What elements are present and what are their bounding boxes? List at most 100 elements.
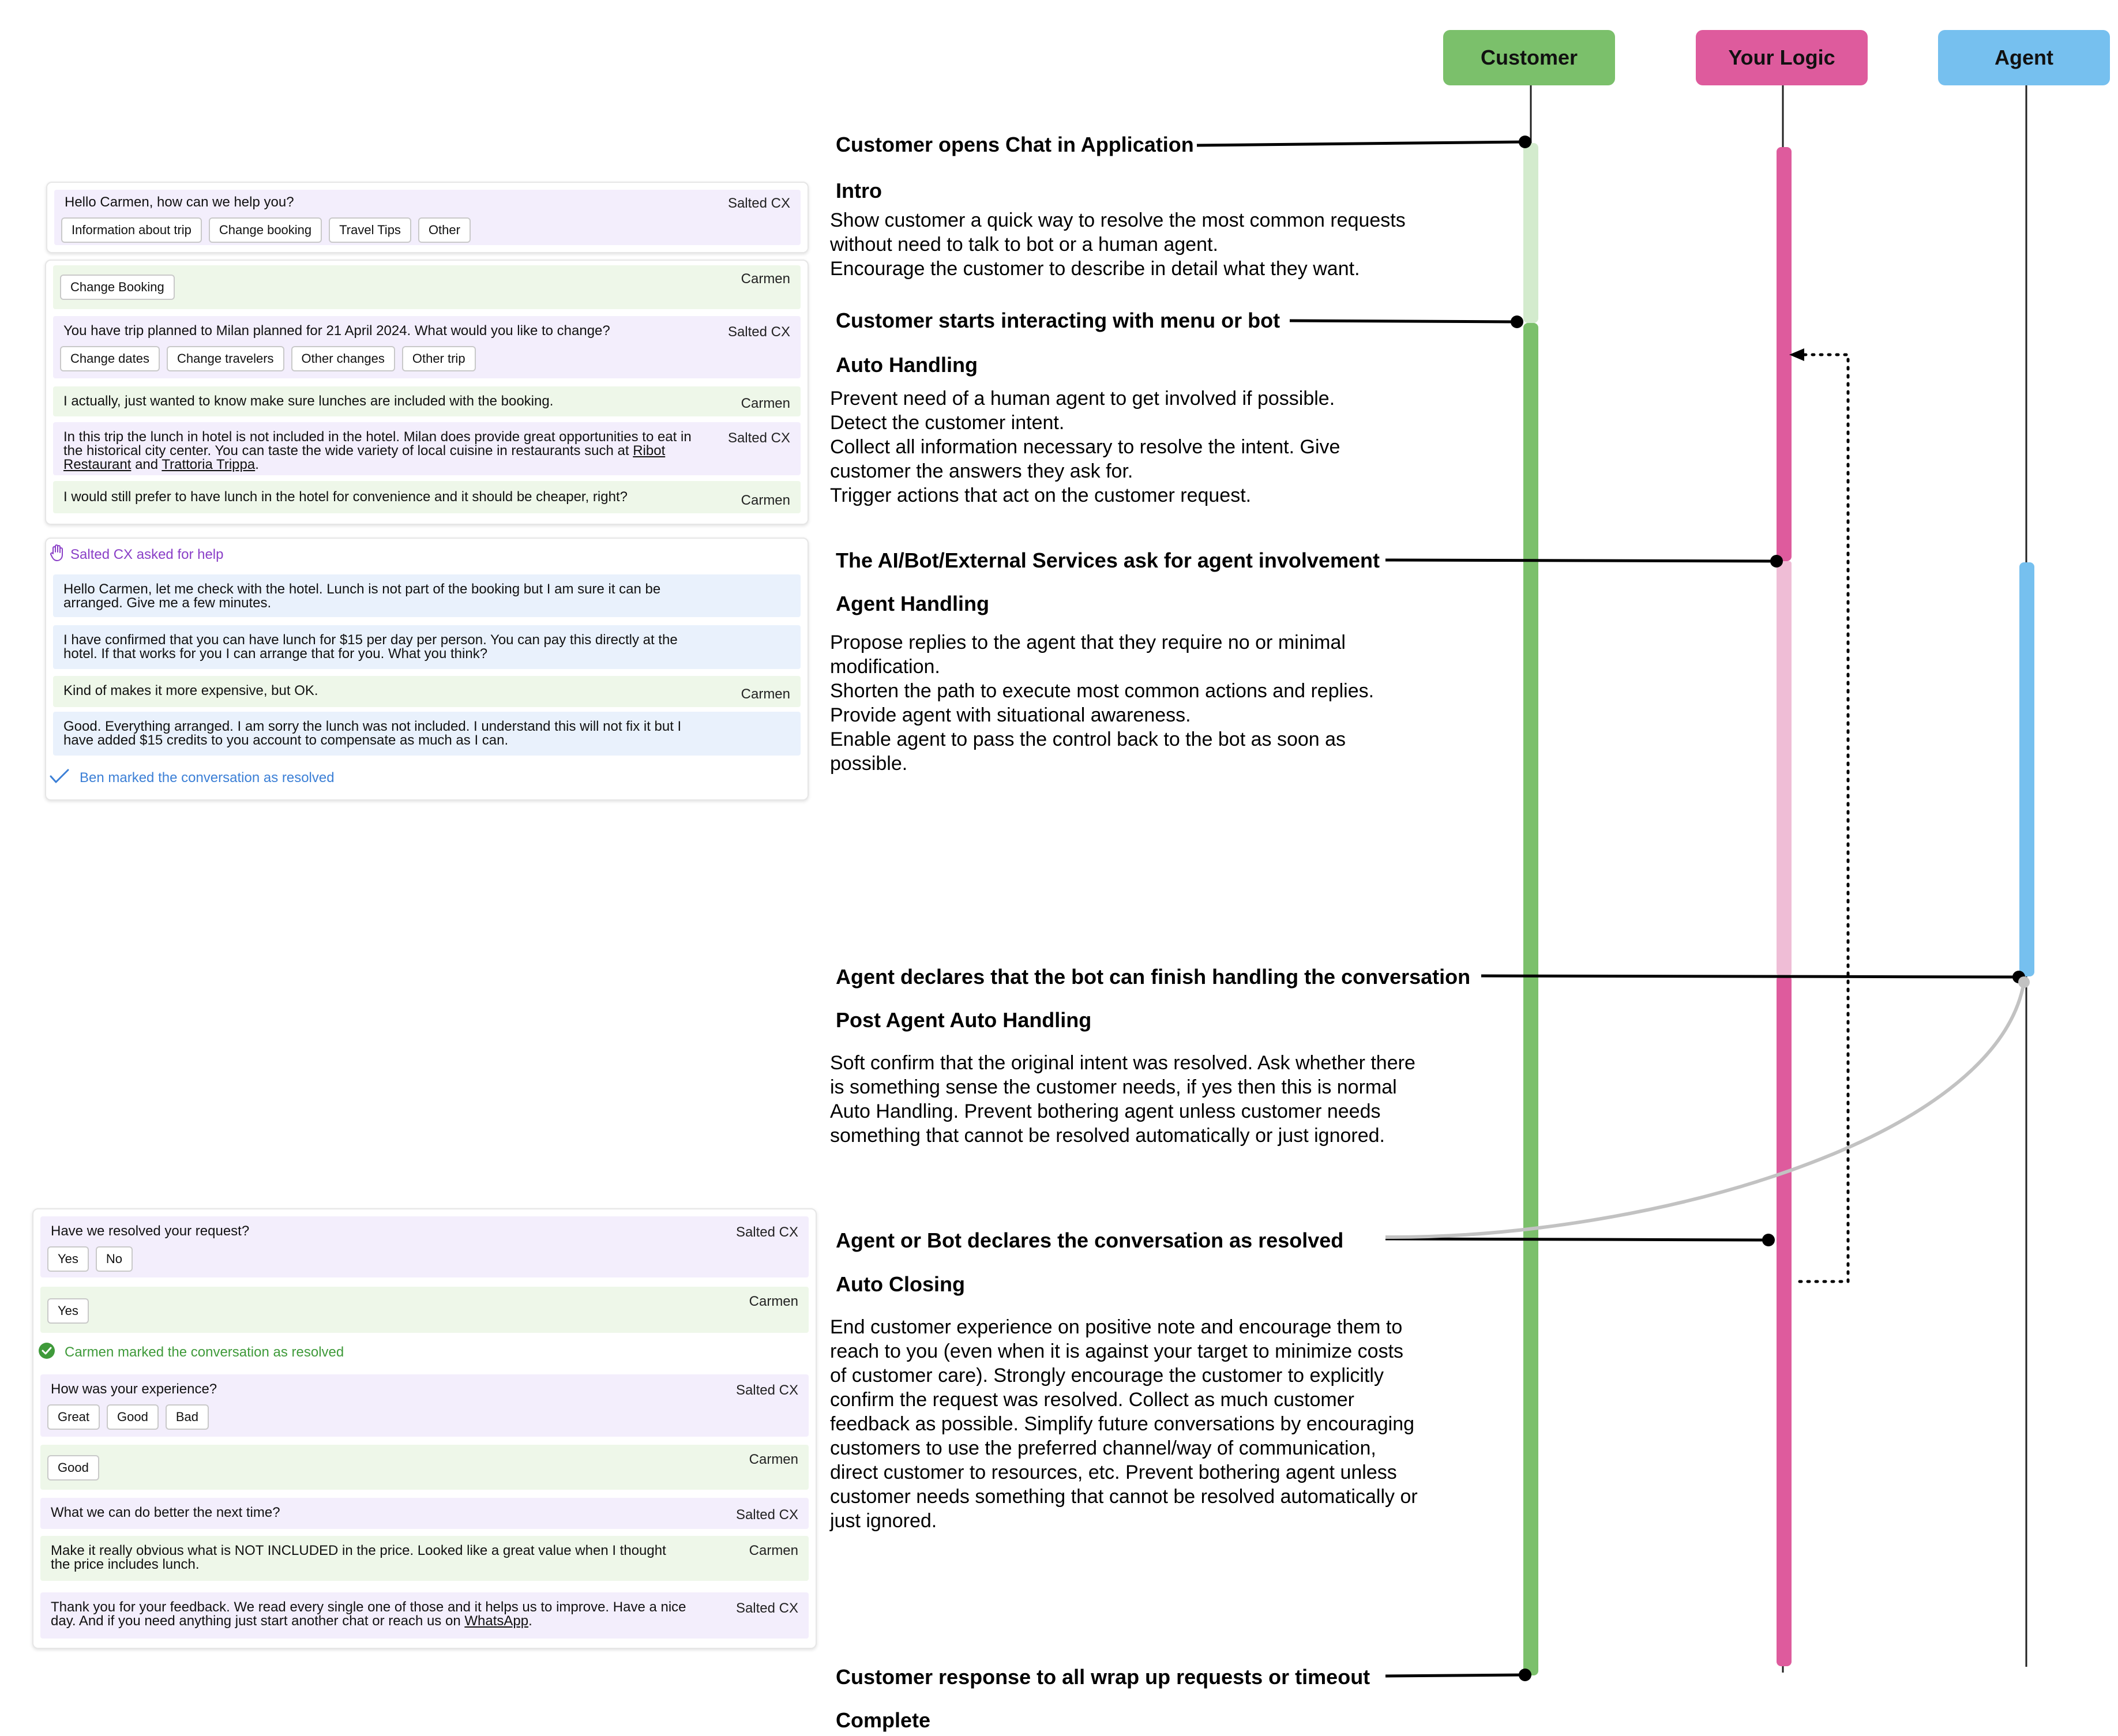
agent-curve-dot <box>2018 976 2030 988</box>
step-6-dot <box>1519 1669 1531 1681</box>
step-6-connector <box>1385 1673 1526 1678</box>
quick-reply-buttons: Change Booking <box>60 275 175 300</box>
resolved-notice: Carmen marked the conversation as resolv… <box>38 1342 344 1363</box>
check-icon <box>50 768 69 788</box>
lane-label: Agent <box>1995 46 2053 69</box>
description-line: Enable agent to pass the control back to… <box>830 728 1346 775</box>
logic-activation-light <box>1777 561 1792 975</box>
restaurant-link[interactable]: Ribot Restaurant <box>63 443 666 472</box>
message-text: I would still prefer to have lunch in th… <box>63 489 628 505</box>
step-title: Agent or Bot declares the conversation a… <box>836 1228 1344 1252</box>
description-line: Encourage the customer to describe in de… <box>830 258 1360 280</box>
bot-message: How was your experience? Salted CX Great… <box>40 1374 809 1437</box>
quick-reply-button[interactable]: Other <box>418 217 471 243</box>
message-sender: Salted CX <box>735 1600 798 1616</box>
description-line: End customer experience on positive note… <box>830 1316 1418 1532</box>
agent-message: Good. Everything arranged. I am sorry th… <box>53 712 801 756</box>
message-text: In this trip the lunch in hotel is not i… <box>63 430 709 472</box>
chat-intro-card: Hello Carmen, how can we help you? Salte… <box>46 182 809 253</box>
quick-reply-buttons: Good <box>47 1455 99 1481</box>
message-sender: Salted CX <box>735 1507 798 1523</box>
quick-reply-button[interactable]: Yes <box>47 1246 89 1272</box>
quick-reply-button[interactable]: Great <box>47 1404 100 1430</box>
quick-reply-button[interactable]: Other trip <box>401 346 476 371</box>
message-text: Kind of makes it more expensive, but OK. <box>63 683 318 698</box>
section-description: End customer experience on positive note… <box>830 1315 1418 1533</box>
description-line: Shorten the path to execute most common … <box>830 680 1375 702</box>
message-text-part: . <box>255 457 259 472</box>
description-line: Provide agent with situational awareness… <box>830 704 1191 726</box>
step-1-connector <box>1196 140 1526 147</box>
quick-reply-button[interactable]: No <box>95 1246 133 1272</box>
chat-auto-handling-card: Carmen Change Booking You have trip plan… <box>45 260 809 525</box>
quick-reply-button[interactable]: Information about trip <box>61 217 202 243</box>
quick-reply-buttons: Change dates Change travelers Other chan… <box>60 346 476 371</box>
message-text-part: and <box>131 457 162 472</box>
message-text: Hello Carmen, how can we help you? <box>65 194 294 210</box>
whatsapp-link[interactable]: WhatsApp <box>464 1613 529 1629</box>
message-sender: Carmen <box>749 1294 798 1309</box>
chat-auto-closing-card: Have we resolved your request? Salted CX… <box>32 1208 817 1649</box>
section-description: Soft confirm that the original intent wa… <box>830 1051 1418 1148</box>
message-text-part: In this trip the lunch in hotel is not i… <box>63 429 692 459</box>
quick-reply-button[interactable]: Bad <box>165 1404 209 1430</box>
customer-message: I actually, just wanted to know make sur… <box>53 386 801 416</box>
help-notice-text: Salted CX asked for help <box>70 546 224 562</box>
step-5-connector <box>1385 1237 1769 1242</box>
message-text: How was your experience? <box>51 1381 217 1397</box>
customer-activation-light <box>1523 143 1538 323</box>
lane-header-agent: Agent <box>1938 30 2110 85</box>
step-1-dot <box>1519 136 1531 148</box>
customer-message: Carmen Yes <box>40 1287 809 1333</box>
agent-activation <box>2019 562 2034 976</box>
message-sender: Salted CX <box>735 1382 798 1398</box>
quick-reply-button[interactable]: Change dates <box>60 346 160 371</box>
message-sender: Carmen <box>749 1543 798 1558</box>
restaurant-link[interactable]: Trattoria Trippa <box>162 457 256 472</box>
customer-message: Carmen Good <box>40 1445 809 1490</box>
message-text: What we can do better the next time? <box>51 1505 280 1520</box>
section-description: Prevent need of a human agent to get inv… <box>830 386 1418 508</box>
quick-reply-button[interactable]: Travel Tips <box>329 217 411 243</box>
resolved-notice: Ben marked the conversation as resolved <box>50 768 335 788</box>
step-title: Customer starts interacting with menu or… <box>836 309 1280 332</box>
bot-message: Have we resolved your request? Salted CX… <box>40 1216 809 1277</box>
message-text: I have confirmed that you can have lunch… <box>63 632 678 662</box>
bot-message: You have trip planned to Milan planned f… <box>53 316 801 378</box>
loop-back-arrowhead <box>1789 348 1804 361</box>
quick-reply-button[interactable]: Change booking <box>208 217 322 243</box>
section-description: Show customer a quick way to resolve the… <box>830 208 1418 281</box>
message-text: Good. Everything arranged. I am sorry th… <box>63 719 682 748</box>
step-2-dot <box>1511 315 1523 328</box>
lane-header-customer: Customer <box>1443 30 1615 85</box>
quick-reply-button[interactable]: Change travelers <box>167 346 284 371</box>
loop-back-arrow <box>1798 353 1850 1283</box>
section-title: Complete <box>836 1708 931 1732</box>
section-title: Agent Handling <box>836 592 989 615</box>
description-line: Show customer a quick way to resolve the… <box>830 209 1406 255</box>
step-title: The AI/Bot/External Services ask for age… <box>836 548 1380 572</box>
selected-reply-button[interactable]: Good <box>47 1455 99 1481</box>
agent-message: I have confirmed that you can have lunch… <box>53 625 801 669</box>
description-line: Trigger actions that act on the customer… <box>830 484 1252 506</box>
quick-reply-buttons: Information about trip Change booking Tr… <box>61 217 471 243</box>
step-title: Agent declares that the bot can finish h… <box>836 965 1471 989</box>
quick-reply-button[interactable]: Other changes <box>291 346 395 371</box>
agent-resolve-curve <box>1385 982 2026 1239</box>
chat-agent-handling-card: Salted CX asked for help Hello Carmen, l… <box>45 538 809 801</box>
quick-reply-button[interactable]: Good <box>107 1404 159 1430</box>
quick-reply-buttons: Yes <box>47 1298 89 1324</box>
description-line: Prevent need of a human agent to get inv… <box>830 388 1335 409</box>
section-title: Auto Closing <box>836 1272 965 1296</box>
section-description: Propose replies to the agent that they r… <box>830 630 1418 776</box>
step-5-dot <box>1762 1234 1775 1246</box>
message-sender: Carmen <box>741 493 790 508</box>
selected-reply-button[interactable]: Yes <box>47 1298 89 1324</box>
selected-reply-button[interactable]: Change Booking <box>60 275 175 300</box>
lane-label: Customer <box>1480 46 1578 69</box>
message-text: Hello Carmen, let me check with the hote… <box>63 581 661 611</box>
message-text: You have trip planned to Milan planned f… <box>63 323 610 339</box>
message-sender: Carmen <box>741 271 790 287</box>
